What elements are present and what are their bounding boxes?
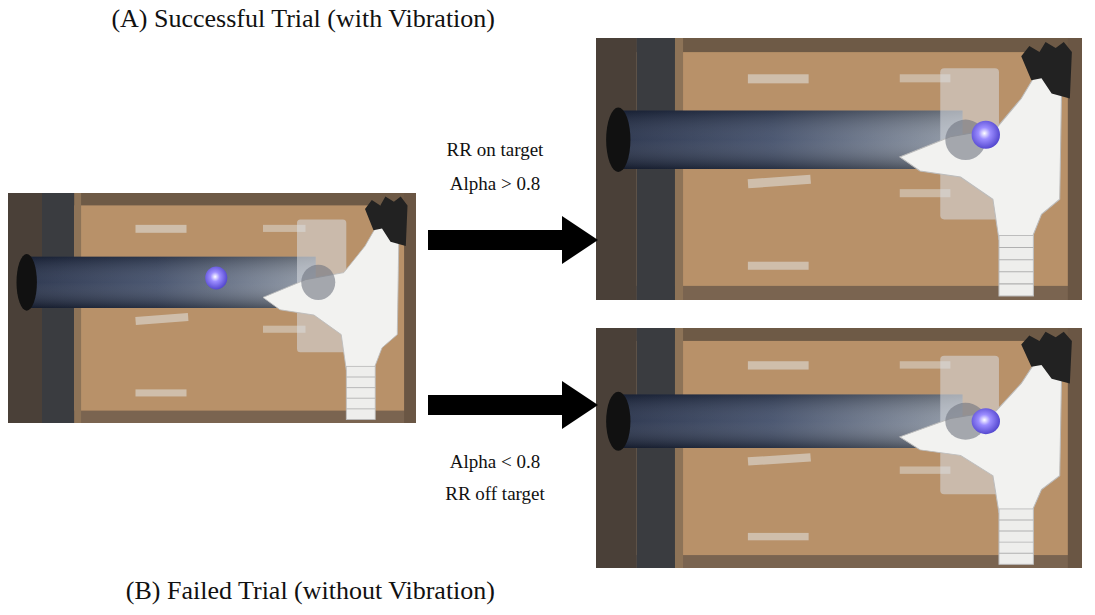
image-panel: (B) Failed Trial (without Vibration)	[596, 328, 1090, 615]
arrow-note: Alpha < 0.8	[450, 450, 540, 474]
arrow-note: Alpha > 0.8	[450, 172, 540, 196]
arrow-note: RR on target	[447, 138, 544, 162]
image-panel: (A) Successful Trial (with Vibration)	[596, 0, 1090, 300]
panel-heading: (A) Successful Trial (with Vibration)	[111, 4, 495, 34]
panel-heading: (B) Failed Trial (without Vibration)	[126, 576, 495, 606]
arrow-note: RR off target	[445, 482, 545, 506]
